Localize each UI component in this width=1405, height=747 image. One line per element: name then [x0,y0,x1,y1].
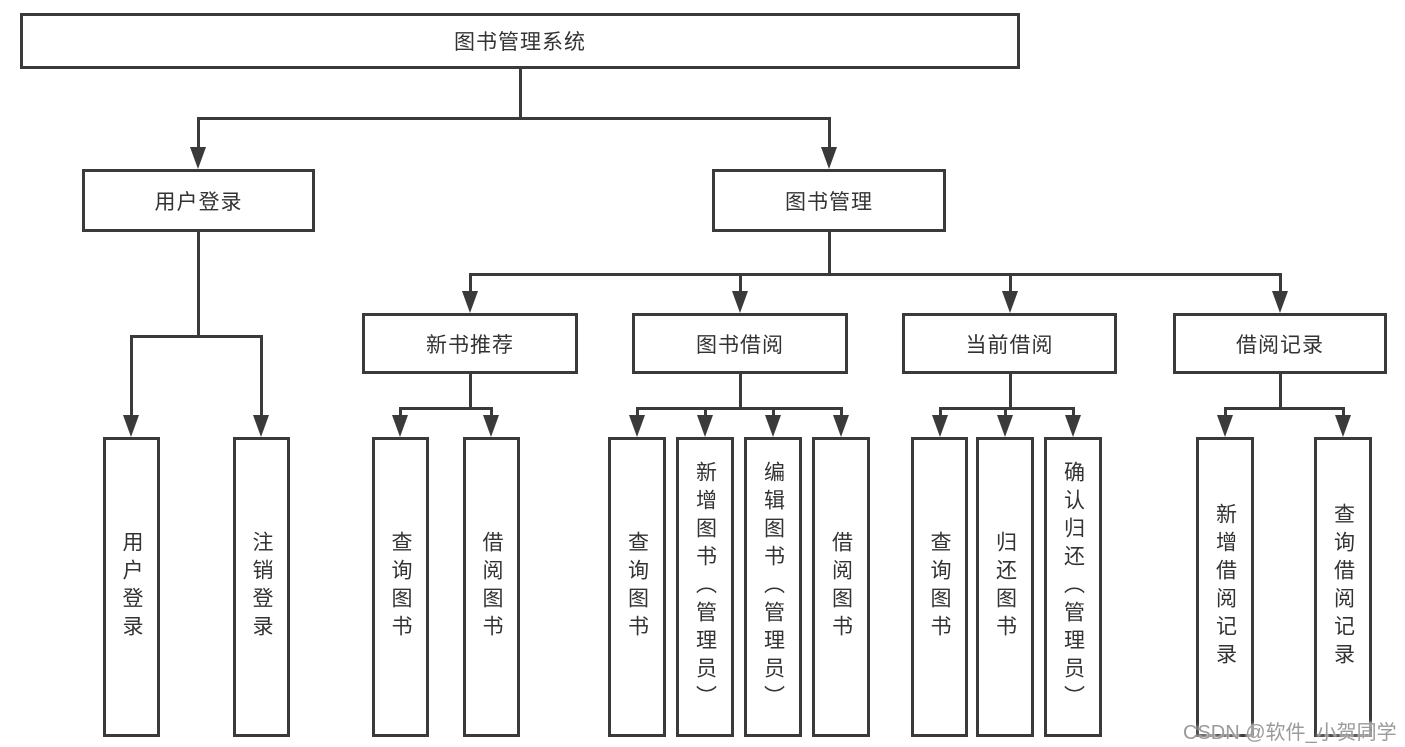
connector-hline [636,407,843,410]
leaf-query-books-borrow: 查询图书 [608,437,666,737]
connector-vline [828,120,831,149]
watermark: CSDN @软件_小贺同学 [1183,722,1397,744]
connector-vline [1279,276,1282,293]
connector-hline [469,273,1282,276]
node-library-management-system: 图书管理系统 [20,13,1020,69]
arrow-down-icon [765,415,781,437]
arrow-down-icon [190,147,206,169]
connector-vline [1004,410,1007,417]
connector-hline [1224,407,1345,410]
node-label: 借阅记录 [1236,333,1324,357]
node-label: 图书管理 [785,190,873,214]
node-label: 借阅图书 [480,531,503,643]
connector-vline [490,410,493,417]
arrow-down-icon [462,291,478,313]
arrow-down-icon [1217,415,1233,437]
connector-vline [1072,410,1075,417]
leaf-user-login: 用户登录 [103,437,160,737]
connector-hline [399,407,493,410]
arrow-down-icon [1002,291,1018,313]
arrow-down-icon [1335,415,1351,437]
node-user-login: 用户登录 [82,169,315,232]
connector-vline [772,410,775,417]
node-label: 确认归还（管理员） [1061,461,1085,713]
node-label: 新书推荐 [426,333,514,357]
arrow-down-icon [629,415,645,437]
node-label: 当前借阅 [965,333,1054,357]
node-label: 图书管理系统 [454,31,586,54]
leaf-logout: 注销登录 [233,437,290,737]
node-label: 查询借阅记录 [1331,503,1355,671]
connector-vline [840,410,843,417]
connector-hline [197,117,831,120]
leaf-add-borrow-record: 新增借阅记录 [1196,437,1254,737]
connector-vline [469,276,472,293]
connector-vline [130,338,133,417]
arrow-down-icon [483,415,499,437]
arrow-down-icon [392,415,408,437]
connector-vline [197,232,200,338]
connector-vline [1342,410,1345,417]
leaf-query-books-recommend: 查询图书 [372,437,429,737]
arrow-down-icon [123,415,139,437]
connector-vline [739,276,742,293]
arrow-down-icon [697,415,713,437]
connector-vline [197,120,200,149]
arrow-down-icon [997,415,1013,437]
connector-vline [469,374,472,410]
connector-hline [130,335,263,338]
arrow-down-icon [732,291,748,313]
leaf-confirm-return-admin: 确认归还（管理员） [1044,437,1102,737]
node-label: 查询图书 [625,531,649,643]
leaf-borrow-books-recommend: 借阅图书 [463,437,520,737]
node-book-borrowing: 图书借阅 [632,313,848,374]
node-label: 借阅图书 [829,531,853,643]
node-current-borrowing: 当前借阅 [902,313,1117,374]
node-label: 查询图书 [389,531,412,643]
connector-vline [1224,410,1227,417]
arrow-down-icon [821,147,837,169]
connector-vline [828,232,831,276]
arrow-down-icon [833,415,849,437]
connector-vline [739,374,742,410]
node-label: 新增借阅记录 [1213,503,1237,671]
node-label: 查询图书 [928,531,951,643]
leaf-borrow-books: 借阅图书 [812,437,870,737]
node-label: 归还图书 [993,531,1017,643]
connector-vline [519,69,522,120]
node-book-management: 图书管理 [712,169,946,232]
leaf-edit-books-admin: 编辑图书（管理员） [744,437,802,737]
node-label: 用户登录 [120,531,143,643]
arrow-down-icon [1272,291,1288,313]
arrow-down-icon [253,415,269,437]
connector-vline [260,338,263,417]
arrow-down-icon [932,415,948,437]
connector-vline [704,410,707,417]
node-borrowing-records: 借阅记录 [1173,313,1387,374]
connector-hline [939,407,1075,410]
connector-vline [1009,276,1012,293]
leaf-add-books-admin: 新增图书（管理员） [676,437,734,737]
leaf-query-books-current: 查询图书 [911,437,968,737]
leaf-query-borrow-record: 查询借阅记录 [1314,437,1372,737]
leaf-return-books: 归还图书 [976,437,1034,737]
arrow-down-icon [1065,415,1081,437]
connector-vline [399,410,402,417]
node-new-book-recommendation: 新书推荐 [362,313,578,374]
connector-vline [636,410,639,417]
node-label: 图书借阅 [696,333,784,357]
connector-vline [1279,374,1282,410]
connector-vline [939,410,942,417]
connector-vline [1009,374,1012,410]
node-label: 注销登录 [250,531,273,643]
node-label: 新增图书（管理员） [693,461,717,713]
node-label: 编辑图书（管理员） [761,461,785,713]
node-label: 用户登录 [154,190,243,214]
